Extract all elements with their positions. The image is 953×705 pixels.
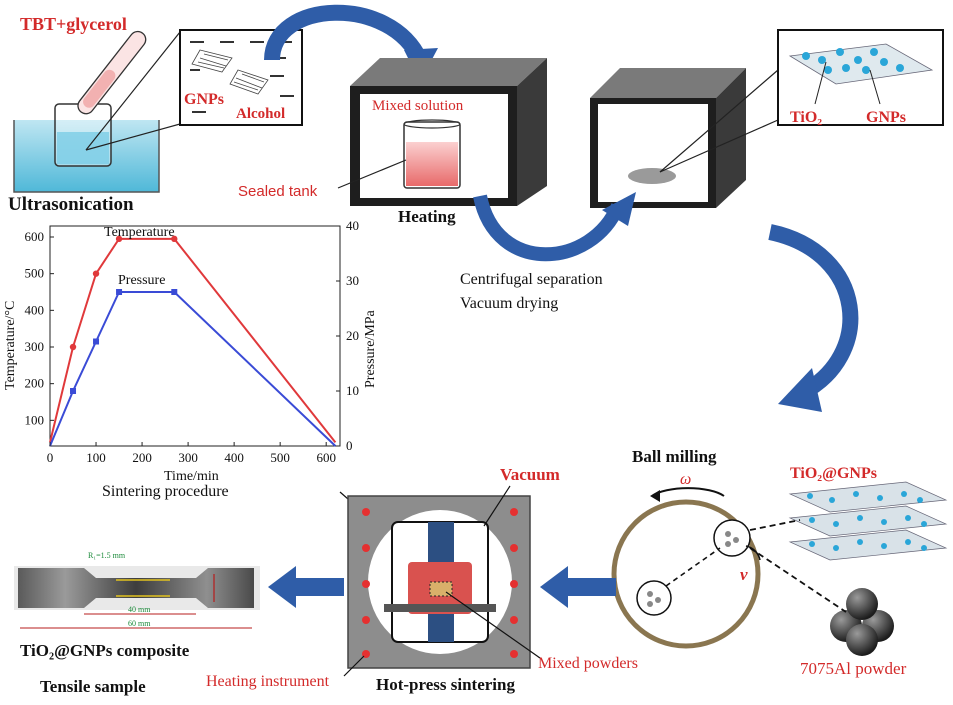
chart-xlabel: Time/min (164, 469, 219, 484)
mixed-powders-label: Mixed powders (538, 655, 638, 672)
ball-icon (713, 519, 751, 557)
graphene-sheet-icon (788, 43, 934, 85)
x-tick-label: 200 (132, 450, 152, 465)
data-point-pressure (93, 338, 100, 345)
data-point-temperature (69, 343, 77, 351)
dim-40-label: 40 mm (128, 605, 151, 614)
mixed-solution-label: Mixed solution (372, 98, 464, 114)
heating-label: Heating (398, 207, 456, 226)
data-point-temperature (171, 235, 178, 243)
x-tick-label: 100 (86, 450, 106, 465)
chart-ylabel-right: Pressure/MPa (363, 309, 378, 388)
series-line-temperature (49, 237, 337, 443)
ball-icon (636, 580, 672, 616)
radius-label: R₁=1.5 mm (88, 551, 126, 560)
y-tick-label: 200 (25, 376, 45, 391)
centrifugal-label: Centrifugal separation (460, 271, 603, 288)
gnps-right-label: GNPs (866, 109, 906, 126)
al-powder-icon (830, 588, 894, 656)
tio2-gnps-label: TiO₂@GNPs (790, 465, 877, 482)
left-arrow-icon (268, 566, 344, 608)
heating-oven (350, 58, 547, 206)
chart-ylabel: Temperature/°C (3, 301, 18, 390)
series-label-temperature: Temperature (104, 225, 175, 240)
tio2-label: TiO₂ (790, 109, 822, 126)
graphene-sheet-icon (788, 529, 948, 561)
data-point-pressure (171, 289, 178, 295)
x-tick-label: 300 (178, 450, 198, 465)
data-point-temperature (92, 270, 100, 277)
left-arrow-icon (540, 566, 616, 608)
tio2-gnps-sheets (788, 481, 948, 561)
curved-arrow-icon (768, 224, 859, 412)
x-tick-label: 600 (316, 450, 336, 465)
y-right-tick-label: 0 (346, 438, 353, 453)
beaker-icon (54, 103, 112, 167)
y-tick-label: 100 (25, 412, 45, 427)
heating-element-dots (362, 508, 518, 658)
dim-60-label: 60 mm (128, 619, 151, 628)
x-tick-label: 500 (270, 450, 290, 465)
graphene-sheet-icon (788, 505, 948, 537)
v-label: v (740, 565, 748, 584)
ultrasonication-bath (13, 30, 160, 193)
chart-title: Sintering procedure (102, 483, 229, 500)
omega-label: ω (680, 471, 691, 488)
data-point-temperature (115, 235, 123, 243)
data-point-pressure (70, 388, 77, 394)
chart-plot-frame (49, 225, 341, 447)
sealed-tank-label: Sealed tank (238, 183, 318, 200)
tensile-sample (14, 566, 260, 629)
hot-press-label: Hot-press sintering (376, 675, 515, 694)
x-tick-label: 400 (224, 450, 244, 465)
beaker-icon (403, 119, 461, 189)
y-tick-label: 600 (25, 229, 45, 244)
gnps-sheet-icon (191, 49, 269, 95)
x-tick-label: 0 (47, 450, 54, 465)
series-line-pressure (49, 291, 337, 447)
ultrasonication-label: Ultrasonication (8, 194, 134, 215)
vacuum-drying-label: Vacuum drying (460, 295, 558, 312)
y-tick-label: 500 (25, 266, 45, 281)
ball-mill-jar (611, 487, 761, 649)
ball-milling-label: Ball milling (632, 447, 717, 466)
graphene-sheet-icon (788, 481, 948, 513)
y-right-tick-label: 40 (346, 218, 359, 233)
suspension-gnps-label: GNPs (184, 91, 224, 108)
tbt-label: TBT+glycerol (20, 14, 127, 34)
y-right-tick-label: 30 (346, 273, 359, 288)
composite-label: TiO₂@GNPs composite (20, 641, 190, 660)
test-tube-icon (77, 30, 147, 115)
al-powder-label: 7075Al powder (800, 659, 907, 678)
series-label-pressure: Pressure (118, 273, 165, 288)
y-tick-label: 300 (25, 339, 45, 354)
vacuum-label: Vacuum (500, 465, 560, 484)
alcohol-label: Alcohol (236, 106, 285, 122)
tensile-label: Tensile sample (40, 677, 146, 696)
heating-instrument-label: Heating instrument (206, 673, 330, 690)
drying-oven (590, 68, 746, 208)
hot-press-furnace (347, 495, 531, 669)
y-right-tick-label: 20 (346, 328, 359, 343)
tio2-gnps-zoom-box (777, 29, 944, 126)
sintering-chart: 0 100 200 300 400 500 600 100 200 300 400 500 600 0 10… (25, 218, 360, 465)
y-right-tick-label: 10 (346, 383, 359, 398)
curved-arrow-icon (473, 192, 636, 262)
data-point-pressure (116, 289, 123, 295)
y-tick-label: 400 (25, 302, 45, 317)
